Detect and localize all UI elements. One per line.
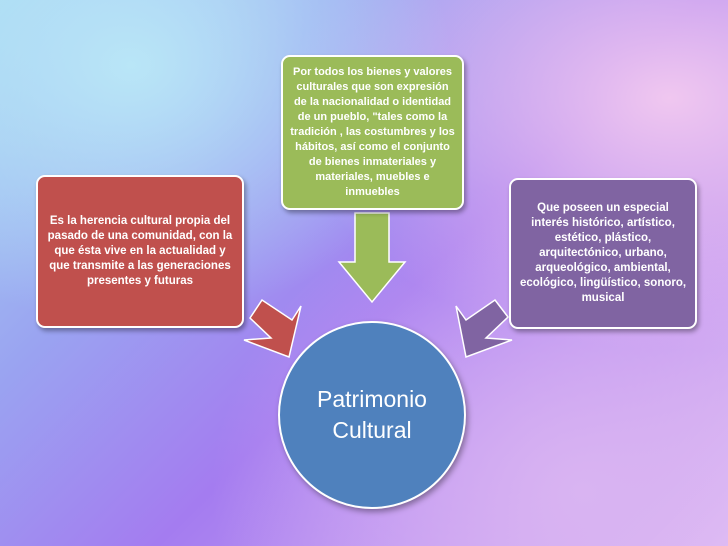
center-node-label: Patrimonio Cultural (317, 386, 427, 443)
node-left-definition: Es la herencia cultural propia del pasad… (36, 175, 244, 328)
arrow-top-to-center (337, 212, 407, 304)
arrow-right-to-center (455, 298, 513, 359)
node-top-text: Por todos los bienes y valores culturale… (290, 66, 455, 198)
node-right-text: Que poseen un especial interés histórico… (519, 202, 687, 304)
center-node: Patrimonio Cultural (278, 321, 466, 509)
node-top-definition: Por todos los bienes y valores culturale… (281, 55, 464, 210)
arrow-left-to-center (243, 298, 302, 359)
node-left-text: Es la herencia cultural propia del pasad… (47, 215, 233, 287)
node-right-definition: Que poseen un especial interés histórico… (509, 178, 697, 329)
